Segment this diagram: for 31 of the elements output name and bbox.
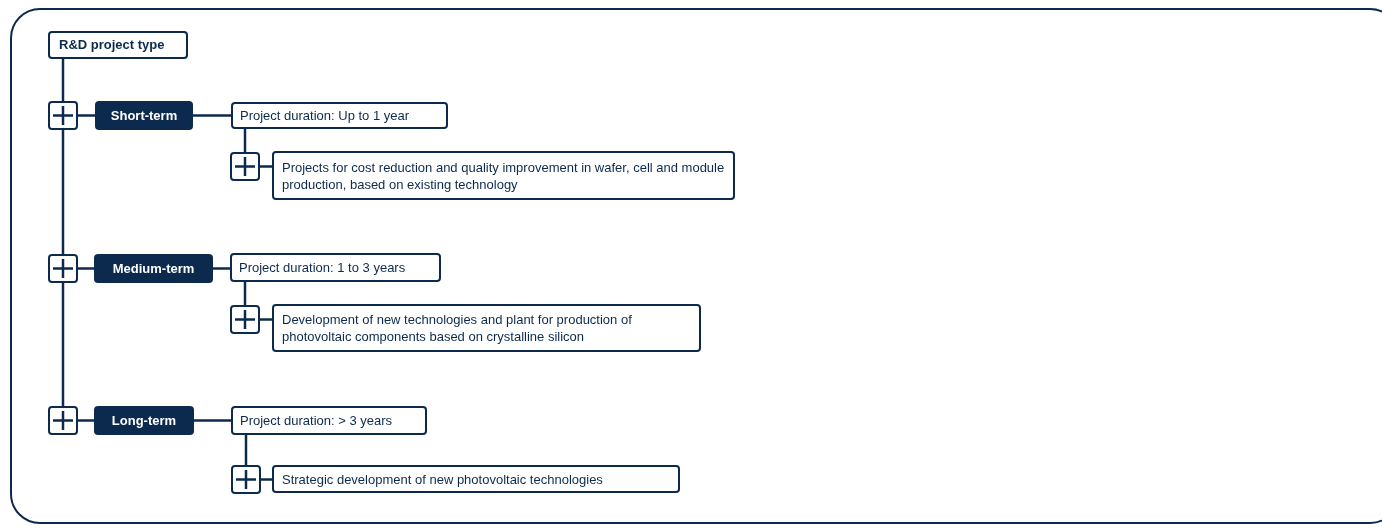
- connector-line: [260, 165, 272, 168]
- connector-line: [213, 267, 230, 270]
- root-box: R&D project type: [48, 31, 188, 59]
- plus-icon: [231, 465, 261, 494]
- connector-line: [61, 283, 65, 406]
- connector-line: [243, 129, 247, 152]
- connector-line: [78, 114, 95, 117]
- connector-line: [61, 59, 65, 101]
- connector-line: [194, 419, 231, 422]
- description-box: Projects for cost reduction and quality improvement in wafer, cell and module production, based on existing technology: [272, 151, 735, 200]
- category-box: Short-term: [95, 101, 193, 130]
- connector-line: [261, 478, 272, 481]
- connector-line: [260, 318, 272, 321]
- connector-line: [243, 282, 247, 305]
- description-box: Strategic development of new photovoltaic technologies: [272, 465, 680, 493]
- plus-icon: [230, 152, 260, 181]
- duration-box: Project duration: Up to 1 year: [231, 102, 448, 129]
- duration-box: Project duration: 1 to 3 years: [230, 253, 441, 282]
- plus-icon: [48, 101, 78, 130]
- duration-box: Project duration: > 3 years: [231, 406, 427, 435]
- connector-line: [78, 419, 94, 422]
- category-box: Long-term: [94, 406, 194, 435]
- plus-icon: [230, 305, 260, 334]
- plus-icon: [48, 254, 78, 283]
- connector-line: [244, 435, 248, 465]
- category-box: Medium-term: [94, 254, 213, 283]
- connector-line: [193, 114, 231, 117]
- plus-icon: [48, 406, 78, 435]
- connector-line: [78, 267, 94, 270]
- connector-line: [61, 130, 65, 254]
- description-box: Development of new technologies and plant for production of photovoltaic components based on crystalline silicon: [272, 304, 701, 352]
